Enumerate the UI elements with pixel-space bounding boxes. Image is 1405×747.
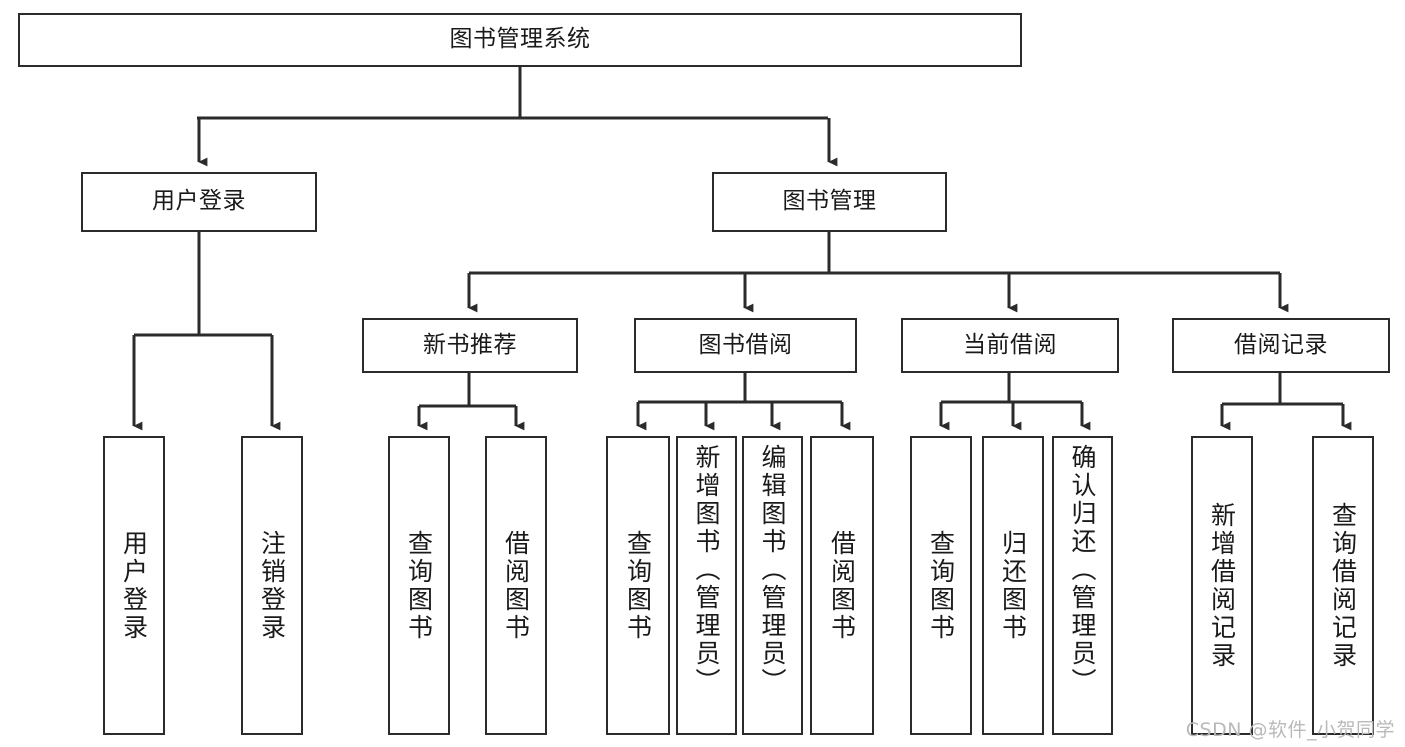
node-leaf-query-book-2[interactable]: 查询图书 <box>606 436 670 735</box>
node-leaf-query-book-3-label: 查询图书 <box>926 529 956 642</box>
node-leaf-confirm-return[interactable]: 确认归还（管理员） <box>1052 436 1113 735</box>
node-root-label: 图书管理系统 <box>449 26 591 53</box>
node-leaf-query-book-2-label: 查询图书 <box>623 529 653 642</box>
node-leaf-edit-book-label: 编辑图书（管理员） <box>758 444 787 696</box>
node-book-manage-label: 图书管理 <box>782 188 877 215</box>
node-leaf-query-record-label: 查询借阅记录 <box>1328 501 1358 670</box>
node-leaf-user-login-label: 用户登录 <box>119 529 149 642</box>
node-borrow-record[interactable]: 借阅记录 <box>1172 318 1390 373</box>
node-leaf-query-record[interactable]: 查询借阅记录 <box>1312 436 1374 735</box>
node-leaf-logout-label: 注销登录 <box>257 529 287 642</box>
node-root[interactable]: 图书管理系统 <box>18 13 1022 67</box>
node-leaf-add-record[interactable]: 新增借阅记录 <box>1191 436 1253 735</box>
node-leaf-query-book-1[interactable]: 查询图书 <box>388 436 450 735</box>
node-leaf-add-book[interactable]: 新增图书（管理员） <box>676 436 737 735</box>
node-book-manage[interactable]: 图书管理 <box>712 172 947 232</box>
node-user-login[interactable]: 用户登录 <box>81 172 317 232</box>
node-book-borrow-label: 图书借阅 <box>698 331 793 358</box>
node-new-book-recommend[interactable]: 新书推荐 <box>362 318 578 373</box>
node-leaf-edit-book[interactable]: 编辑图书（管理员） <box>742 436 803 735</box>
node-leaf-add-record-label: 新增借阅记录 <box>1207 501 1237 670</box>
node-leaf-query-book-1-label: 查询图书 <box>404 529 434 642</box>
node-leaf-confirm-return-label: 确认归还（管理员） <box>1068 444 1097 696</box>
node-leaf-add-book-label: 新增图书（管理员） <box>692 444 721 696</box>
node-leaf-borrow-book-1[interactable]: 借阅图书 <box>485 436 547 735</box>
node-leaf-borrow-book-1-label: 借阅图书 <box>501 529 531 642</box>
node-leaf-user-login[interactable]: 用户登录 <box>103 436 165 735</box>
node-current-borrow[interactable]: 当前借阅 <box>901 318 1119 373</box>
node-current-borrow-label: 当前借阅 <box>963 331 1057 358</box>
node-new-book-recommend-label: 新书推荐 <box>423 331 517 358</box>
node-user-login-label: 用户登录 <box>152 188 246 215</box>
node-leaf-borrow-book-2[interactable]: 借阅图书 <box>810 436 874 735</box>
node-leaf-return-book-label: 归还图书 <box>998 529 1028 642</box>
node-book-borrow[interactable]: 图书借阅 <box>634 318 857 373</box>
node-leaf-borrow-book-2-label: 借阅图书 <box>827 529 857 642</box>
node-leaf-query-book-3[interactable]: 查询图书 <box>910 436 972 735</box>
node-borrow-record-label: 借阅记录 <box>1234 331 1328 358</box>
node-leaf-return-book[interactable]: 归还图书 <box>982 436 1044 735</box>
node-leaf-logout[interactable]: 注销登录 <box>241 436 303 735</box>
